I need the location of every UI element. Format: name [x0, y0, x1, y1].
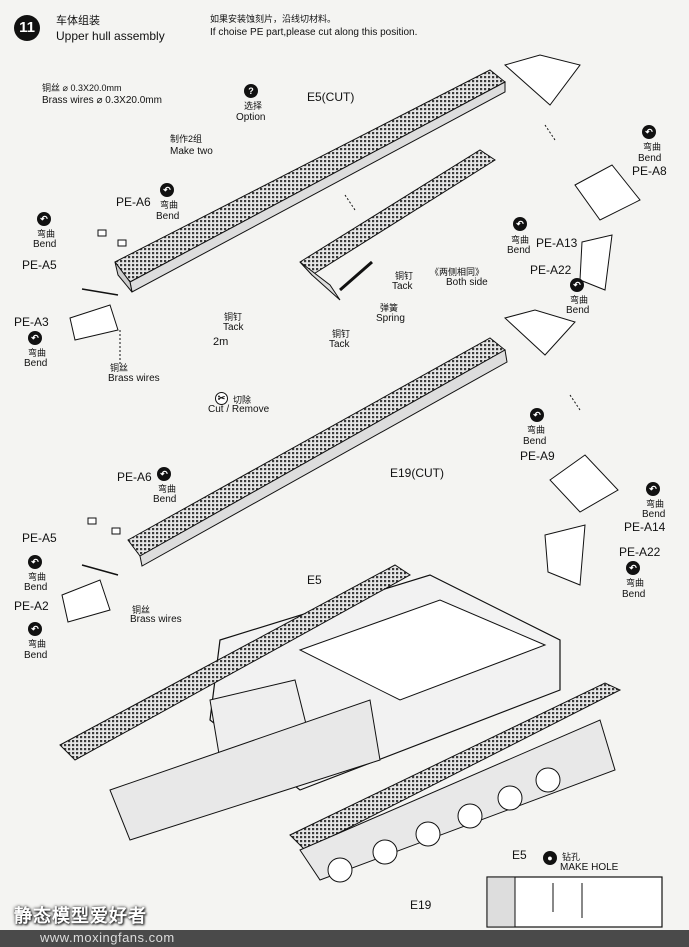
- bend-icon: ↶: [626, 561, 640, 575]
- bend-cn: 弯曲: [37, 229, 56, 239]
- fender-middle: [299, 149, 496, 301]
- cut-remove-icon: ✂: [215, 392, 228, 405]
- bend-icon: ↶: [513, 217, 527, 231]
- bend-cn: 弯曲: [511, 235, 530, 245]
- option-cn: 选择: [244, 101, 263, 111]
- bend-en: Bend: [33, 239, 57, 250]
- brass-wires-en: Brass wires: [130, 614, 182, 625]
- bend-en: Bend: [638, 153, 662, 164]
- make-two-cn: 制作2组: [170, 134, 203, 144]
- label-pe-a6-top: PE-A6: [116, 195, 151, 209]
- label-e5-cut: E5(CUT): [307, 90, 355, 104]
- tack-cn: 铜钉: [395, 271, 414, 281]
- bend-en: Bend: [156, 211, 180, 222]
- bend-icon: ↶: [160, 183, 174, 197]
- bend-cn: 弯曲: [570, 295, 589, 305]
- step-number: 11: [14, 15, 40, 41]
- fender-e19-cut: [127, 309, 576, 567]
- bend-icon: ↶: [157, 467, 171, 481]
- bend-icon: ↶: [642, 125, 656, 139]
- label-pe-a8: PE-A8: [632, 164, 667, 178]
- both-side-cn: 《两侧相同》: [430, 267, 485, 277]
- brass-spec-en: Brass wires ⌀ 0.3X20.0mm: [42, 95, 162, 106]
- bend-icon: ↶: [530, 408, 544, 422]
- label-pe-a2: PE-A2: [14, 599, 49, 613]
- label-e19: E19: [410, 898, 432, 912]
- bend-en: Bend: [642, 509, 666, 520]
- brass-wires-cn: 铜丝: [132, 605, 151, 615]
- pe-parts-left: [61, 229, 127, 623]
- bend-cn: 弯曲: [643, 142, 662, 152]
- label-pe-a5-top: PE-A5: [22, 258, 57, 272]
- cut-remove-en: Cut / Remove: [208, 404, 270, 415]
- tack-cn: 铜钉: [332, 329, 351, 339]
- drill-icon: ●: [543, 851, 557, 865]
- bend-en: Bend: [153, 494, 177, 505]
- bend-cn: 弯曲: [158, 484, 177, 494]
- assembly-arrows: [119, 124, 581, 411]
- pe-parts-right: [544, 164, 641, 586]
- bend-icon: ↶: [646, 482, 660, 496]
- bend-cn: 弯曲: [28, 639, 47, 649]
- bend-en: Bend: [24, 582, 48, 593]
- bend-icon: ↶: [28, 555, 42, 569]
- bend-icon: ↶: [28, 622, 42, 636]
- bend-cn: 弯曲: [28, 348, 47, 358]
- label-pe-a22-top: PE-A22: [530, 263, 572, 277]
- bend-icon: ↶: [570, 278, 584, 292]
- bend-en: Bend: [24, 650, 48, 661]
- label-pe-a13: PE-A13: [536, 236, 578, 250]
- tack-cn: 铜钉: [224, 312, 243, 322]
- bend-cn: 弯曲: [28, 572, 47, 582]
- label-pe-a5-bottom: PE-A5: [22, 531, 57, 545]
- label-e19-cut: E19(CUT): [390, 466, 445, 480]
- label-pe-a14: PE-A14: [624, 520, 666, 534]
- spring-en: Spring: [376, 313, 405, 324]
- step-title-en: Upper hull assembly: [56, 29, 165, 43]
- brass-wires-cn: 铜丝: [110, 363, 129, 373]
- road-wheels: [327, 767, 561, 883]
- notice-en: If choise PE part,please cut along this …: [210, 27, 418, 38]
- option-icon: ?: [244, 84, 258, 98]
- make-hole-cn: 钻孔: [562, 852, 581, 862]
- bend-en: Bend: [24, 358, 48, 369]
- tack-en: Tack: [223, 322, 244, 333]
- bend-en: Bend: [507, 245, 531, 256]
- fender-e5-cut: [114, 54, 581, 293]
- tack-en: Tack: [329, 339, 350, 350]
- spring-cn: 弹簧: [380, 303, 399, 313]
- bend-icon: ↶: [28, 331, 42, 345]
- bend-icon: ↶: [37, 212, 51, 226]
- label-pe-a3: PE-A3: [14, 315, 49, 329]
- notice-cn: 如果安装蚀刻片，沿线切材料。: [210, 14, 337, 24]
- bend-cn: 弯曲: [646, 499, 665, 509]
- footer-bar: [0, 930, 689, 947]
- dim-2m: 2m: [213, 336, 229, 348]
- label-e5: E5: [307, 573, 322, 587]
- label-pe-a6-bottom: PE-A6: [117, 470, 152, 484]
- label-pe-a22-bottom: PE-A22: [619, 545, 661, 559]
- brass-wires-en: Brass wires: [108, 373, 160, 384]
- tack-en: Tack: [392, 281, 413, 292]
- both-side-en: Both side: [446, 277, 488, 288]
- make-hole-inset: [486, 876, 663, 928]
- brass-spec-cn: 铜丝 ⌀ 0.3X20.0mm: [42, 83, 122, 93]
- bend-cn: 弯曲: [527, 425, 546, 435]
- watermark-url: www.moxingfans.com: [40, 930, 175, 945]
- bend-cn: 弯曲: [160, 200, 179, 210]
- hull-body: [59, 564, 622, 881]
- bend-cn: 弯曲: [626, 578, 645, 588]
- make-two-en: Make two: [170, 146, 213, 157]
- bend-en: Bend: [566, 305, 590, 316]
- option-en: Option: [236, 112, 266, 123]
- step-title-cn: 车体组装: [56, 15, 100, 27]
- label-e5-inset: E5: [512, 848, 527, 862]
- bend-en: Bend: [622, 589, 646, 600]
- cut-remove-cn: 切除: [233, 395, 252, 405]
- label-pe-a9: PE-A9: [520, 449, 555, 463]
- bend-en: Bend: [523, 436, 547, 447]
- make-hole-en: MAKE HOLE: [560, 862, 619, 873]
- watermark-logo: 静态模型爱好者: [14, 906, 147, 926]
